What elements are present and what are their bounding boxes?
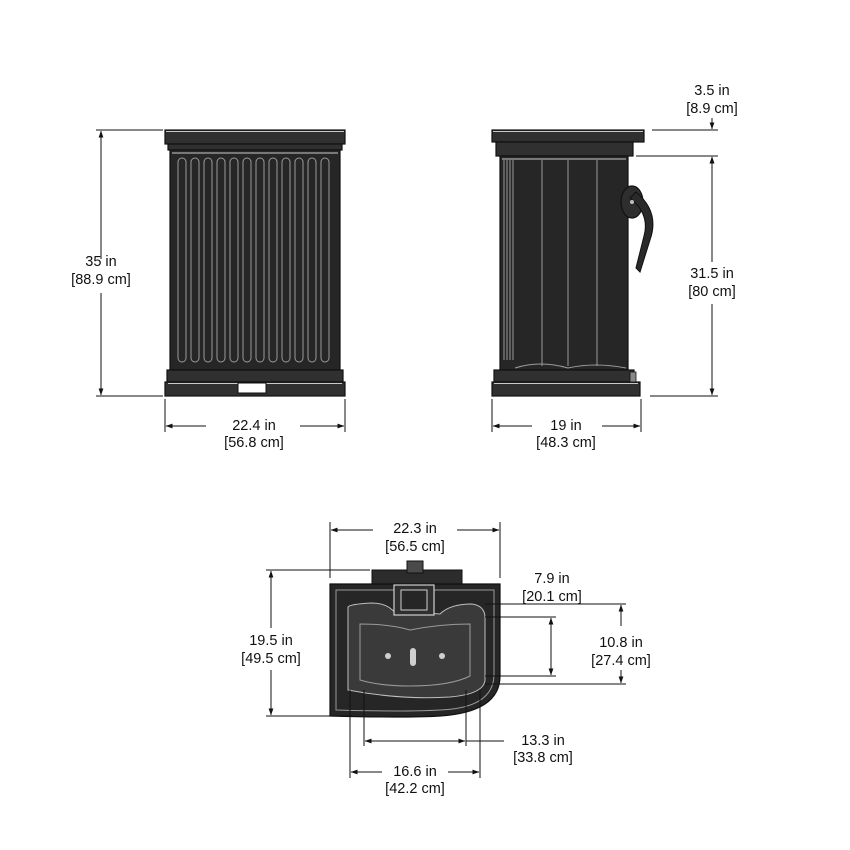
top-inner-width-imperial: 13.3 in <box>521 733 565 749</box>
front-view: 35 in [88.9 cm] 22.4 in [56.8 cm] <box>71 129 346 451</box>
top-inner-depth-imperial: 10.8 in <box>599 635 643 651</box>
top-depth-imperial: 19.5 in <box>249 633 293 649</box>
drain-hole-left <box>385 653 391 659</box>
front-height-imperial: 35 in <box>85 254 116 270</box>
side-handle <box>620 185 654 273</box>
top-depth-dimension: 19.5 in [49.5 cm] <box>241 569 370 717</box>
top-basin-width-imperial: 16.6 in <box>393 764 437 780</box>
top-width-dimension: 22.3 in [56.5 cm] <box>329 521 501 578</box>
top-basin-depth-metric: [20.1 cm] <box>522 589 582 605</box>
side-body-metric: [80 cm] <box>688 284 736 300</box>
side-body-dimension: 31.5 in [80 cm] <box>650 156 736 397</box>
top-inner-depth-metric: [27.4 cm] <box>591 653 651 669</box>
side-lid-imperial: 3.5 in <box>694 83 729 99</box>
top-depth-metric: [49.5 cm] <box>241 651 301 667</box>
top-inner-width-dimension: 13.3 in [33.8 cm] <box>363 690 573 766</box>
side-body-imperial: 31.5 in <box>690 266 734 282</box>
front-width-dimension: 22.4 in [56.8 cm] <box>164 399 346 451</box>
side-lid-metric: [8.9 cm] <box>686 101 738 117</box>
top-basin-width-metric: [42.2 cm] <box>385 781 445 797</box>
top-width-imperial: 22.3 in <box>393 521 437 537</box>
top-width-metric: [56.5 cm] <box>385 539 445 555</box>
top-inner-width-metric: [33.8 cm] <box>513 750 573 766</box>
top-inner-depth-dimension: 10.8 in [27.4 cm] <box>485 616 651 677</box>
base-drain-notch <box>237 382 267 394</box>
side-depth-metric: [48.3 cm] <box>536 435 596 451</box>
drain-hole-right <box>439 653 445 659</box>
top-basin-depth-imperial: 7.9 in <box>534 571 569 587</box>
side-view: 3.5 in [8.9 cm] 31.5 in [80 cm] 19 in [4… <box>491 83 738 451</box>
front-height-metric: [88.9 cm] <box>71 272 131 288</box>
front-width-imperial: 22.4 in <box>232 418 276 434</box>
side-depth-imperial: 19 in <box>550 418 581 434</box>
top-basin-width-dimension: 16.6 in [42.2 cm] <box>349 690 481 797</box>
front-view-planter <box>164 129 346 397</box>
top-basin-depth-dimension: 7.9 in [20.1 cm] <box>485 571 626 685</box>
side-view-planter <box>491 129 654 397</box>
front-width-metric: [56.8 cm] <box>224 435 284 451</box>
top-view: 22.3 in [56.5 cm] 19.5 in [49.5 cm] 7.9 … <box>241 521 651 797</box>
top-basin <box>347 602 486 699</box>
top-view-planter <box>329 560 501 718</box>
side-depth-dimension: 19 in [48.3 cm] <box>491 399 642 451</box>
front-flutes <box>177 157 330 363</box>
side-lid-dimension: 3.5 in [8.9 cm] <box>636 83 738 167</box>
front-height-dimension: 35 in [88.9 cm] <box>71 129 163 397</box>
drain-slot <box>410 648 416 666</box>
handle-rivet <box>630 200 634 204</box>
